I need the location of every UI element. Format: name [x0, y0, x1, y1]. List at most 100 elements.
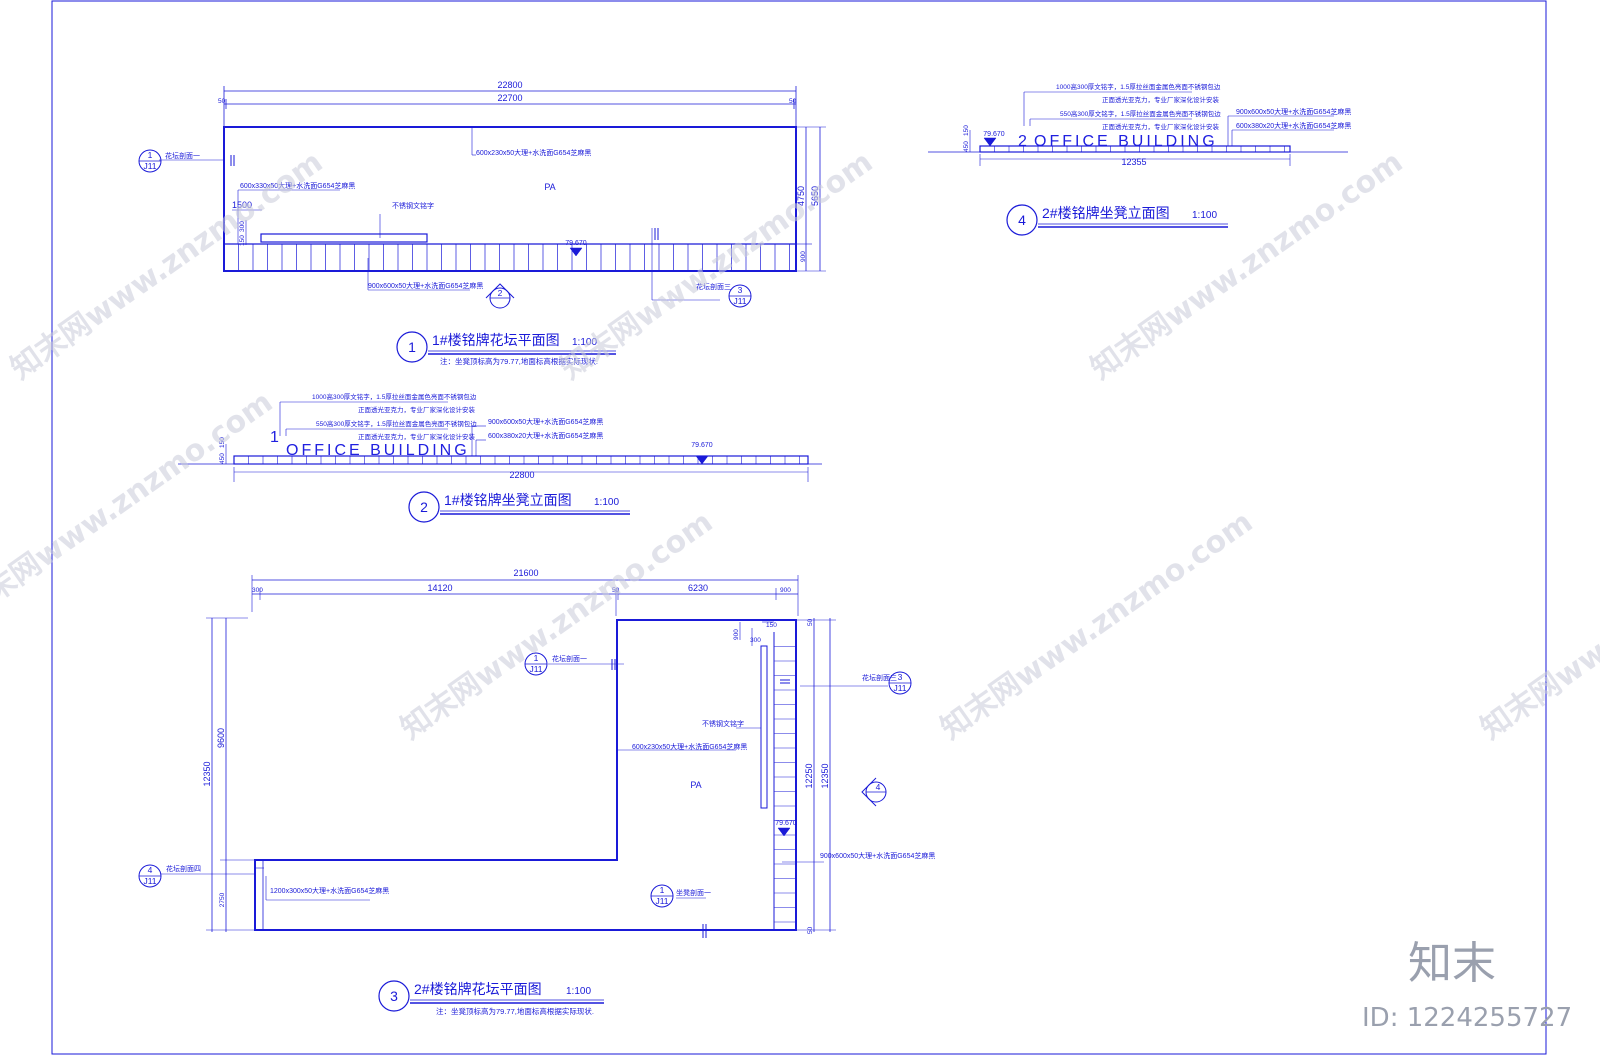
- v2-label-r1: 900x600x50大理+水洗面G654芝麻黑: [488, 417, 603, 426]
- v4-label-r2: 600x380x20大理+水洗面G654芝麻黑: [1236, 121, 1351, 130]
- v2-label-l4: 正面透光亚克力，专业厂家深化设计安装: [358, 432, 476, 441]
- v3-label-sec1: 花坛剖面一: [552, 654, 587, 663]
- v1-dim-right50: 50: [789, 98, 797, 105]
- v2-marker: 1: [270, 429, 282, 446]
- v4-label-l2: 正面透光亚克力，专业厂家深化设计安装: [1102, 95, 1220, 104]
- watermark-layer: 知末网www.znzmo.com 知末网www.znzmo.com 知末网www…: [0, 145, 1600, 1033]
- v4-dim-overall: 12355: [1121, 157, 1146, 167]
- v3-note: 注：坐凳顶标高为79.77,地面标高根据实际现状.: [436, 1006, 594, 1016]
- v1-dim-inner: 22700: [497, 93, 522, 103]
- v1-dim-overall: 22800: [497, 80, 522, 90]
- v1-title: 1#楼铭牌花坛平面图: [432, 332, 560, 348]
- watermark-5: 知末网www.znzmo.com: [395, 505, 720, 747]
- v3-dim-900b: 900: [733, 629, 740, 640]
- v3-scale: 1:100: [566, 986, 591, 997]
- view-1-text: 22800 22700 50 50 600x230x50大理+水洗面G654芝麻…: [143, 80, 820, 366]
- v1-dim-150: 150: [239, 235, 246, 246]
- v1-dim-1500: 1500: [232, 200, 252, 210]
- v3-dim-300: 300: [252, 587, 263, 594]
- v2-number: 2: [420, 499, 428, 515]
- v3-dim-r50b: 50: [807, 926, 814, 934]
- v3-elevation: 79.670: [775, 820, 797, 827]
- v3-dim-900: 900: [780, 587, 791, 594]
- v1-tag-left-num: 1: [148, 150, 153, 160]
- watermark-6: 知末网www.znzmo.com: [935, 505, 1260, 747]
- v3-arrow-num: 4: [876, 782, 881, 792]
- view-2-text: OFFICE BUILDING 1 1000高300厚文铭字，1.5厚拉丝面金属…: [219, 392, 713, 515]
- v3-label-seat1: 坐凳剖面一: [676, 888, 711, 897]
- v1-label-section-left: 花坛剖面一: [165, 151, 200, 160]
- v2-label-l2: 正面透光亚克力，专业厂家深化设计安装: [358, 405, 476, 414]
- v4-dim-height: 450: [963, 141, 970, 152]
- v4-label-l1: 1000高300厚文铭字，1.5厚拉丝面金属色亮面不锈钢包边: [1056, 82, 1221, 91]
- v4-number: 4: [1018, 212, 1026, 228]
- v1-label-paving-left: 600x330x50大理+水洗面G654芝麻黑: [240, 181, 355, 190]
- v3-dim-9600: 9600: [216, 728, 226, 748]
- v3-dim-12350: 12350: [202, 761, 212, 786]
- v1-tag-right-sheet: J11: [733, 296, 746, 306]
- view-1-plan: [138, 86, 826, 363]
- v2-scale: 1:100: [594, 497, 619, 508]
- v1-label-section-right: 花坛剖面三: [696, 282, 731, 291]
- v4-elevation: 79.670: [983, 131, 1005, 138]
- brand-logo: 知末: [1408, 938, 1496, 989]
- view-4-elevation: [928, 91, 1348, 236]
- v4-label-l3: 550高300厚文铭字，1.5厚拉丝面金属色亮面不锈钢包边: [1060, 109, 1221, 118]
- v1-pa: PA: [544, 182, 555, 192]
- v3-dim-r50a: 50: [807, 618, 814, 626]
- v1-scale: 1:100: [572, 337, 597, 348]
- v1-note: 注：坐凳顶标高为79.77,地面标高根据实际现状.: [440, 356, 598, 366]
- v1-dim-300: 300: [239, 221, 246, 232]
- v1-dim-900: 900: [800, 251, 807, 262]
- v2-title: 1#楼铭牌坐凳立面图: [444, 492, 572, 508]
- v3-tag-b-num: 3: [898, 672, 903, 682]
- v3-dim-6230: 6230: [688, 583, 708, 593]
- v3-tag-b-sheet: J11: [893, 683, 906, 693]
- v1-label-steel-text: 不锈钢文铭字: [392, 201, 434, 210]
- v1-label-paving-bottom: 900x600x50大理+水洗面G654芝麻黑: [368, 281, 483, 290]
- brand-id: ID: 1224255727: [1362, 1003, 1572, 1033]
- v3-label-paving-b: 1200x300x50大理+水洗面G654芝麻黑: [270, 886, 389, 895]
- v3-tag-a-sheet: J11: [529, 664, 542, 674]
- v3-dim-2750: 2750: [219, 892, 226, 907]
- v3-tag-c-num: 4: [148, 865, 153, 875]
- v3-tag-a-num: 1: [534, 653, 539, 663]
- v2-dim-height: 450: [219, 453, 226, 464]
- watermark-2: 知末网www.znzmo.com: [555, 145, 880, 387]
- v3-label-sec3: 花坛剖面三: [862, 673, 897, 682]
- v2-sign-text: OFFICE BUILDING: [286, 442, 470, 459]
- view-3-plan: [138, 575, 912, 1012]
- v3-dim-overall: 21600: [513, 568, 538, 578]
- v3-tag-c-sheet: J11: [143, 876, 156, 886]
- view-3-text: 21600 300 14120 50 6230 900 12350 9600 2…: [143, 568, 935, 1016]
- watermark-1: 知末网www.znzmo.com: [5, 145, 330, 387]
- v4-title: 2#楼铭牌坐凳立面图: [1042, 205, 1170, 221]
- watermark-3: 知末网www.znzmo.com: [1085, 145, 1410, 387]
- v1-number: 1: [408, 339, 416, 355]
- view-4-text: OFFICE BUILDING 2 1000高300厚文铭字，1.5厚拉丝面金属…: [963, 82, 1351, 228]
- v3-number: 3: [390, 988, 398, 1004]
- v3-pa: PA: [690, 780, 701, 790]
- v2-label-l3: 550高300厚文铭字，1.5厚拉丝面金属色亮面不锈钢包边: [316, 419, 477, 428]
- v2-dim-sub: 150: [219, 437, 226, 448]
- v3-dim-150: 150: [766, 622, 777, 629]
- v3-label-paving-c: 900x600x50大理+水洗面G654芝麻黑: [820, 851, 935, 860]
- v4-scale: 1:100: [1192, 210, 1217, 221]
- v1-arrow-num: 2: [498, 288, 503, 298]
- v3-tag-d-num: 1: [660, 885, 665, 895]
- v2-dim-overall: 22800: [509, 470, 534, 480]
- v1-dim-left50: 50: [218, 98, 226, 105]
- v3-dim-14120: 14120: [427, 583, 452, 593]
- v3-label-sec4: 花坛剖面四: [166, 864, 201, 873]
- watermark-4: 知末网www.znzmo.com: [0, 385, 279, 627]
- v1-tag-left-sheet: J11: [143, 161, 156, 171]
- v4-label-r1: 900x600x50大理+水洗面G654芝麻黑: [1236, 107, 1351, 116]
- v3-dim-300b: 300: [750, 637, 761, 644]
- v3-tag-d-sheet: J11: [655, 896, 668, 906]
- v4-dim-sub: 150: [963, 125, 970, 136]
- v1-tag-right-num: 3: [738, 285, 743, 295]
- v1-elevation: 79.670: [565, 240, 587, 247]
- v3-label-steel-text: 不锈钢文铭字: [702, 719, 744, 728]
